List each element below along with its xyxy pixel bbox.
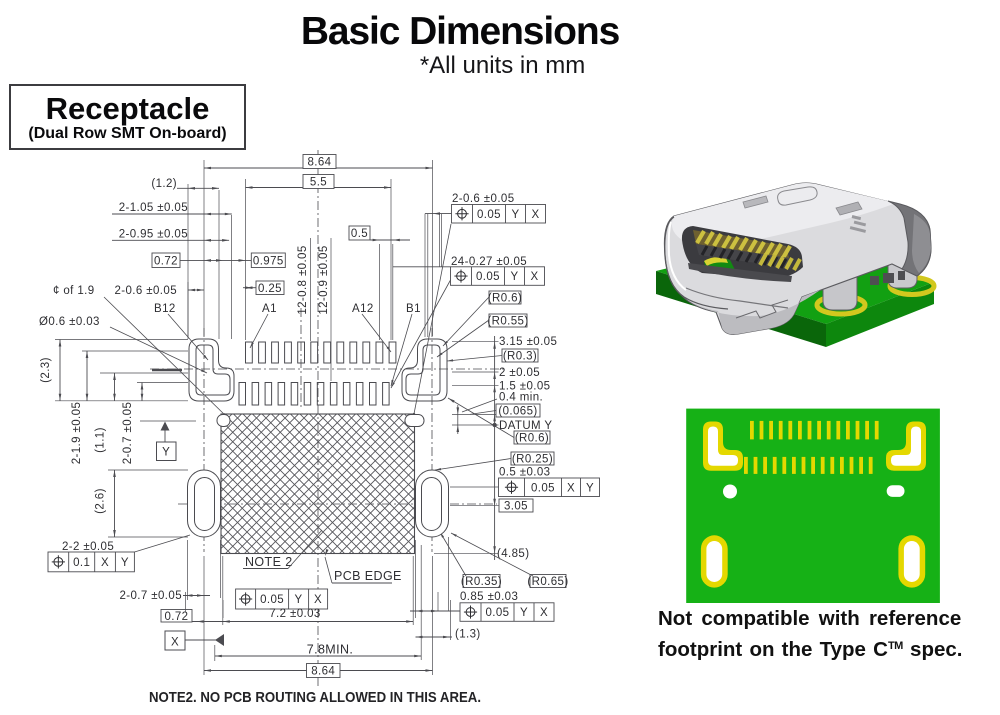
svg-text:A1: A1 xyxy=(262,303,277,315)
svg-text:0.1: 0.1 xyxy=(73,557,90,569)
svg-text:2-2 ±0.05: 2-2 ±0.05 xyxy=(62,541,114,553)
svg-text:12-0.8 ±0.05: 12-0.8 ±0.05 xyxy=(297,245,309,314)
svg-text:0.05: 0.05 xyxy=(477,209,501,221)
svg-text:0.72: 0.72 xyxy=(154,255,178,267)
svg-text:(R0.6): (R0.6) xyxy=(488,293,522,305)
svg-text:0.05: 0.05 xyxy=(531,482,555,494)
svg-text:2-0.7 ±0.05: 2-0.7 ±0.05 xyxy=(119,590,182,602)
svg-text:(1.2): (1.2) xyxy=(151,178,177,190)
svg-text:PCB EDGE: PCB EDGE xyxy=(334,569,402,583)
svg-text:8.64: 8.64 xyxy=(308,157,332,169)
svg-text:X: X xyxy=(171,637,179,649)
svg-text:2-1.05 ±0.05: 2-1.05 ±0.05 xyxy=(119,202,188,214)
svg-text:Y: Y xyxy=(586,482,594,494)
svg-text:0.05: 0.05 xyxy=(476,271,500,283)
svg-text:(R0.25): (R0.25) xyxy=(512,454,553,466)
svg-text:Y: Y xyxy=(121,557,129,569)
svg-text:2-1.9 ±0.05: 2-1.9 ±0.05 xyxy=(71,402,83,465)
svg-text:2-0.6 ±0.05: 2-0.6 ±0.05 xyxy=(114,285,177,297)
svg-text:NOTE2. NO PCB ROUTING ALLOWED: NOTE2. NO PCB ROUTING ALLOWED IN THIS AR… xyxy=(149,689,481,706)
svg-text:(2.6): (2.6) xyxy=(95,488,107,514)
svg-text:(R0.6): (R0.6) xyxy=(515,433,549,445)
svg-text:24-0.27 ±0.05: 24-0.27 ±0.05 xyxy=(451,256,527,268)
svg-text:7.2 ±0.03: 7.2 ±0.03 xyxy=(269,608,320,620)
svg-text:7.8MIN.: 7.8MIN. xyxy=(307,643,354,657)
svg-text:2 ±0.05: 2 ±0.05 xyxy=(499,367,540,379)
svg-text:(4.85): (4.85) xyxy=(497,548,529,560)
svg-text:(R0.65): (R0.65) xyxy=(527,576,568,588)
svg-text:0.72: 0.72 xyxy=(165,611,189,623)
svg-text:0.4 min.: 0.4 min. xyxy=(499,392,543,404)
svg-text:0.5 ±0.03: 0.5 ±0.03 xyxy=(499,467,550,479)
svg-text:A12: A12 xyxy=(352,303,374,315)
svg-text:Ø0.6 ±0.03: Ø0.6 ±0.03 xyxy=(39,316,100,328)
svg-text:(R0.3): (R0.3) xyxy=(503,351,537,363)
svg-text:(0.065): (0.065) xyxy=(498,406,537,418)
svg-text:12-0.9 ±0.05: 12-0.9 ±0.05 xyxy=(318,245,330,314)
svg-text:0.975: 0.975 xyxy=(253,255,284,267)
svg-text:0.25: 0.25 xyxy=(258,283,282,295)
svg-text:X: X xyxy=(314,594,322,606)
svg-text:DATUM Y: DATUM Y xyxy=(499,420,553,432)
svg-text:2-0.95 ±0.05: 2-0.95 ±0.05 xyxy=(119,229,188,241)
svg-text:Y: Y xyxy=(295,594,303,606)
svg-text:(2.3): (2.3) xyxy=(40,357,52,383)
svg-text:X: X xyxy=(530,271,538,283)
svg-text:Y: Y xyxy=(162,447,170,459)
svg-text:(1.3): (1.3) xyxy=(455,629,481,641)
svg-text:0.05: 0.05 xyxy=(486,607,510,619)
svg-text:1.5 ±0.05: 1.5 ±0.05 xyxy=(499,381,550,393)
svg-text:8.64: 8.64 xyxy=(311,666,335,678)
svg-text:2-0.7 ±0.05: 2-0.7 ±0.05 xyxy=(122,402,134,465)
svg-text:3.15 ±0.05: 3.15 ±0.05 xyxy=(499,336,557,348)
svg-text:0.85 ±0.03: 0.85 ±0.03 xyxy=(460,591,518,603)
svg-text:Y: Y xyxy=(511,209,519,221)
svg-text:X: X xyxy=(531,209,539,221)
svg-text:Y: Y xyxy=(520,607,528,619)
svg-text:B12: B12 xyxy=(154,303,176,315)
svg-text:(R0.35): (R0.35) xyxy=(461,576,502,588)
svg-text:(R0.55): (R0.55) xyxy=(487,316,528,328)
svg-text:Y: Y xyxy=(510,271,518,283)
svg-text:0.5: 0.5 xyxy=(351,228,368,240)
svg-text:5.5: 5.5 xyxy=(310,177,327,189)
svg-text:¢ of 1.9: ¢ of 1.9 xyxy=(53,285,95,297)
svg-text:(1.1): (1.1) xyxy=(95,427,107,453)
svg-text:B1: B1 xyxy=(406,303,421,315)
svg-text:2-0.6 ±0.05: 2-0.6 ±0.05 xyxy=(452,193,515,205)
svg-text:X: X xyxy=(101,557,109,569)
svg-text:X: X xyxy=(540,607,548,619)
svg-text:3.05: 3.05 xyxy=(504,501,528,513)
svg-text:NOTE 2: NOTE 2 xyxy=(245,555,293,569)
svg-text:0.05: 0.05 xyxy=(260,594,284,606)
svg-text:X: X xyxy=(567,482,575,494)
